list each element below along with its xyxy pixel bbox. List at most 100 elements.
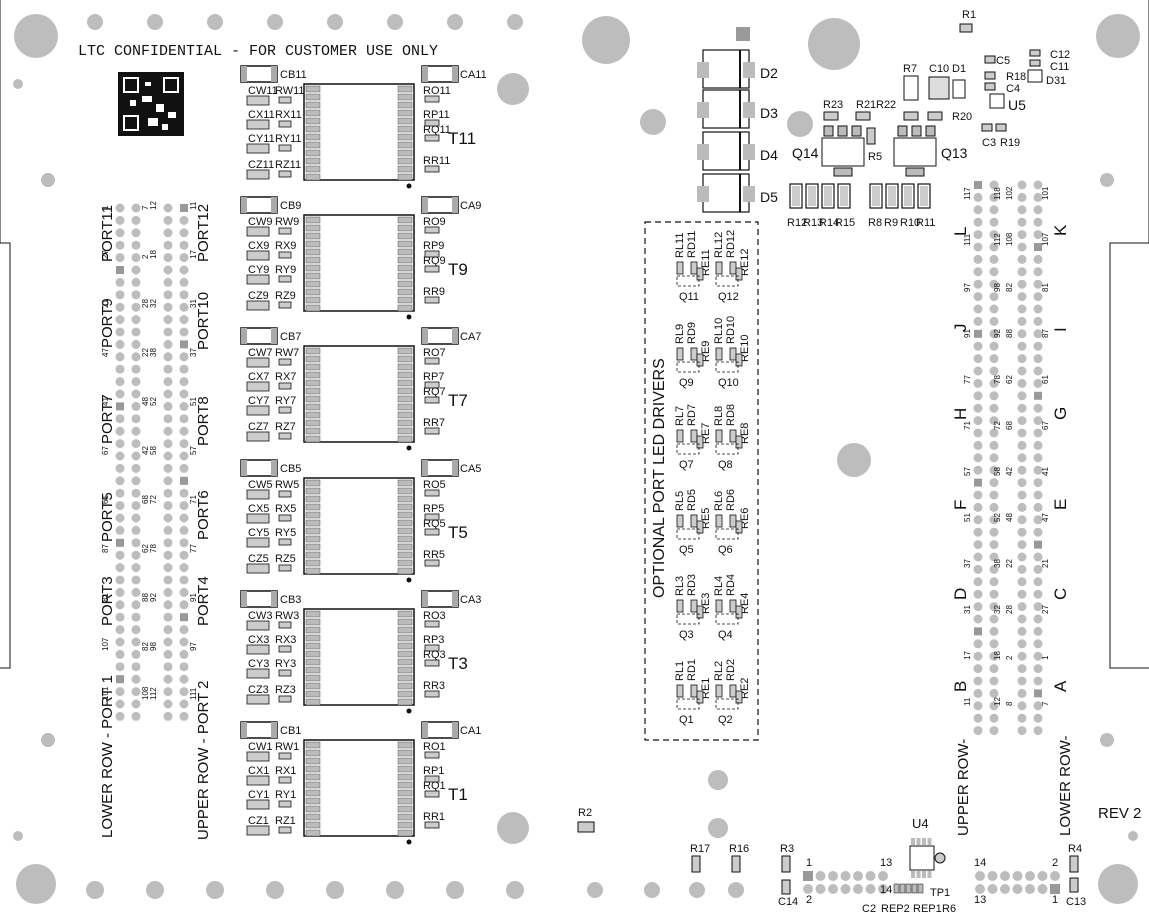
- pad: [422, 722, 428, 738]
- rev-label: REV 2: [1098, 805, 1141, 822]
- resistor: [696, 267, 704, 281]
- part-label: RQ11: [423, 124, 451, 136]
- resistor: [715, 684, 723, 698]
- pin-number-label: 72: [149, 495, 158, 504]
- resistor: [676, 261, 684, 275]
- part-label: CX11: [248, 109, 275, 121]
- connector-pin: [1017, 478, 1027, 488]
- connector-pin: [973, 366, 983, 376]
- connector-pin: [1033, 292, 1043, 302]
- ic-pad: [305, 256, 321, 264]
- part-tp1: TP1: [930, 887, 950, 899]
- connector-pin: [131, 538, 141, 548]
- pin-number-label: 101: [1041, 186, 1050, 200]
- pin-number-label: 42: [141, 446, 150, 455]
- connector-pin: [131, 339, 141, 349]
- part-label: RR1: [423, 811, 445, 823]
- ic-pad: [397, 411, 413, 419]
- ic-pad: [305, 741, 321, 749]
- connector-pin: [989, 403, 999, 413]
- ic-pad: [397, 674, 413, 682]
- ic-pad: [305, 559, 321, 567]
- pin-number-label: 51: [963, 513, 972, 522]
- ic-pad: [397, 141, 413, 149]
- ic-pad: [305, 435, 321, 443]
- part-label: CZ5: [248, 553, 269, 565]
- transistor-outline: [676, 698, 700, 710]
- pin1-dot: [406, 314, 412, 320]
- resistor: [278, 490, 292, 498]
- connector-pin: [179, 215, 189, 225]
- part-label: CB3: [280, 594, 301, 606]
- part-label: RQ3: [423, 649, 446, 661]
- connector-pin: [1017, 416, 1027, 426]
- pin-number-label: 62: [141, 544, 150, 553]
- part-label: RX1: [275, 765, 296, 777]
- pin-number-label: 68: [141, 495, 150, 504]
- pin-number-label: 22: [141, 348, 150, 357]
- ic-pad: [397, 559, 413, 567]
- transistor-outline: [676, 443, 700, 455]
- part-label: R11: [916, 217, 935, 229]
- connector-pin: [1033, 527, 1043, 537]
- diode-pad: [743, 62, 755, 78]
- ic-pad: [917, 883, 924, 894]
- header-pin: [840, 884, 851, 894]
- header-pin: [1000, 871, 1010, 881]
- connector-pin: [131, 315, 141, 325]
- pin-number-label: 72: [993, 421, 1002, 430]
- ic-pad: [911, 871, 915, 878]
- part-c14: C14: [778, 896, 798, 908]
- resistor: [278, 752, 292, 760]
- ic-pad: [305, 379, 321, 387]
- diode-label: D4: [760, 147, 778, 163]
- pin1-dot: [406, 577, 412, 583]
- part-r20: R20: [952, 111, 972, 123]
- ic-pad: [397, 690, 413, 698]
- connector-pin: [163, 302, 173, 312]
- part-r3: R3: [780, 843, 794, 855]
- resistor: [424, 751, 440, 759]
- connector-pin: [1033, 341, 1043, 351]
- connector-pin: [115, 364, 125, 374]
- resistor: [424, 790, 440, 798]
- port-label: PORT9: [99, 298, 116, 348]
- connector-pin: [179, 451, 189, 461]
- resistor: [278, 358, 292, 366]
- part-label: RQ1: [423, 780, 446, 792]
- connector-pin: [163, 401, 173, 411]
- connector-pin: [179, 253, 189, 263]
- part-label: R13: [803, 217, 823, 229]
- ic-pad: [305, 618, 321, 626]
- connector-pin: [131, 240, 141, 250]
- ic-pad: [305, 395, 321, 403]
- ic-pad: [397, 527, 413, 535]
- part-u4: U4: [912, 816, 929, 831]
- resistor: [715, 514, 723, 528]
- part-label: RL11: [674, 233, 686, 258]
- pin-number-label: 112: [993, 233, 1002, 246]
- resistor-body: [840, 186, 848, 206]
- connector-pin: [115, 302, 125, 312]
- resistor: [278, 695, 292, 703]
- connector-pin: [163, 426, 173, 436]
- connector-pin: [1017, 626, 1027, 636]
- part-r23: R23: [823, 99, 843, 111]
- ic-pad: [397, 419, 413, 427]
- ic-pad: [305, 141, 321, 149]
- ic-pad: [397, 511, 413, 519]
- connector-pin: [973, 589, 983, 599]
- connector-pin: [115, 426, 125, 436]
- part-label: RZ3: [275, 684, 296, 696]
- resistor: [278, 406, 292, 414]
- capacitor: [246, 825, 270, 836]
- connector-pin: [989, 391, 999, 401]
- connector-pin: [180, 340, 188, 349]
- connector-pin: [163, 699, 173, 709]
- connector-pin: [989, 552, 999, 562]
- transformer-outline: [303, 608, 415, 706]
- part-label: RD4: [725, 574, 737, 596]
- connector-pin: [989, 639, 999, 649]
